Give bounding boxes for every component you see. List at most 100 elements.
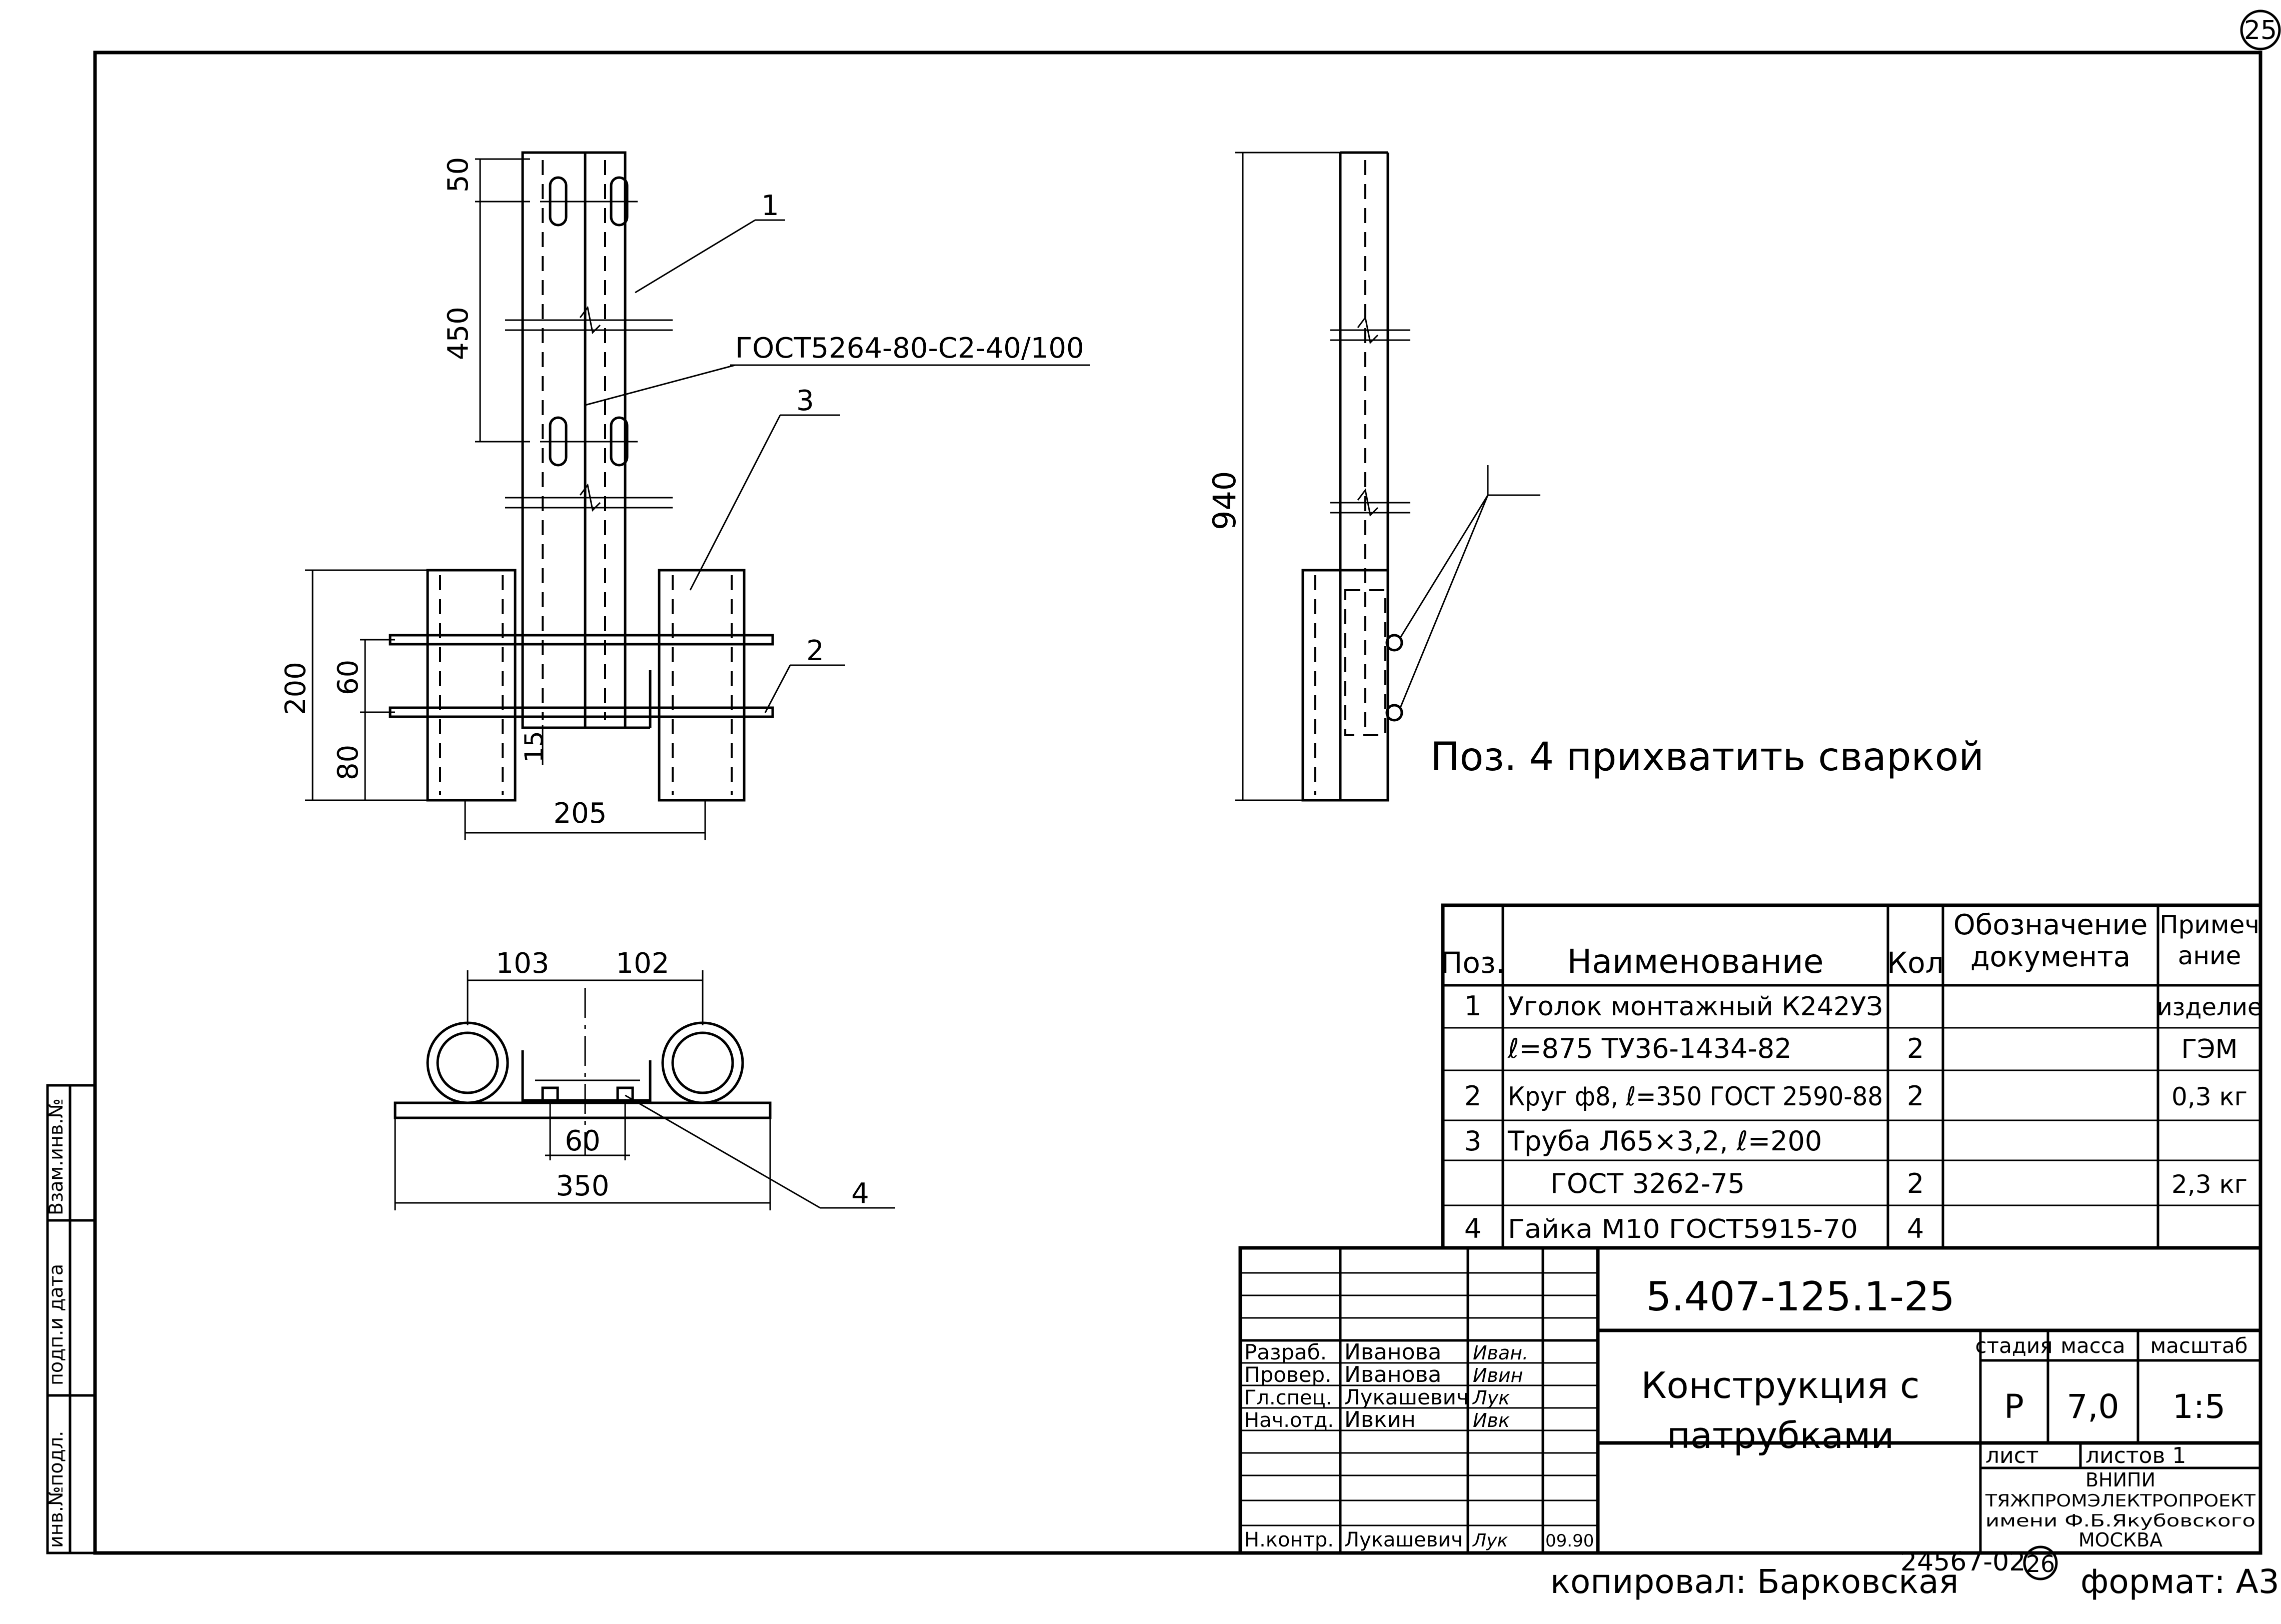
spec-r2-qty: 2: [1907, 1033, 1924, 1064]
spec-r6-name: Гайка М10 ГОСТ5915-70: [1508, 1214, 1858, 1244]
spec-r5-note: 2,3 кг: [2171, 1170, 2247, 1199]
callout-4: 4: [851, 1177, 869, 1210]
dim-103: 103: [496, 947, 550, 980]
spec-table: Поз. Наименование Кол Обозначение докуме…: [1441, 903, 2262, 1250]
archive-no: 24567-02: [1900, 1547, 2025, 1577]
tb-scale-label: масштаб: [2150, 1333, 2247, 1358]
dim-102: 102: [616, 947, 670, 980]
side-pipe: [1301, 569, 1389, 802]
side-view: 940 Поз. 4 прихватить сваркой: [1206, 151, 1984, 802]
dim-15: 15: [520, 731, 549, 763]
tb-org-line2: ТЯЖПРОМЭЛЕКТРОПРОЕКТ: [1985, 1491, 2255, 1511]
tb-sheet-label: лист: [1985, 1443, 2039, 1468]
spec-header-doc-box: Обозначение документа: [1953, 909, 2148, 973]
spec-header-doc: Обозначение документа: [1953, 909, 2148, 973]
spec-header-name: Наименование: [1567, 942, 1824, 981]
tb-norm-name: Лукашевич: [1344, 1528, 1463, 1551]
plan-nut-1: [541, 1086, 559, 1102]
weld-note: ГОСТ5264-80-С2-40/100: [735, 332, 1084, 365]
tb-role-3: Гл.спец.: [1244, 1386, 1332, 1409]
side-leader-nut-1: [1399, 495, 1489, 638]
tb-sign-4: Ивк: [1473, 1409, 1510, 1431]
leader-weld: [585, 364, 736, 406]
side-break-zigzag-2: [1357, 488, 1379, 517]
spec-r3-name: Круг ф8, ℓ=350 ГОСТ 2590-88: [1508, 1082, 1883, 1112]
spec-header-pos: Поз.: [1441, 946, 1505, 980]
side-label-inv-no: инв.№подл.: [45, 1431, 67, 1548]
tb-name-1: Иванова: [1344, 1339, 1441, 1365]
dim-350: 350: [556, 1170, 610, 1202]
tb-title-line1: Конструкция с: [1641, 1364, 1919, 1406]
callout-3: 3: [796, 385, 814, 417]
copied-by: копировал: Барковская: [1550, 1562, 1958, 1601]
side-break-zigzag-1: [1357, 316, 1379, 345]
tb-norm-role: Н.контр.: [1244, 1528, 1334, 1551]
plan-pipe-left-outer: [426, 1021, 509, 1104]
dim-200: 200: [280, 662, 312, 715]
spec-r3-note: 0,3 кг: [2171, 1082, 2247, 1111]
tb-name-4: Ивкин: [1344, 1407, 1416, 1432]
side-hidden-rect: [1344, 589, 1386, 736]
sheet-badge: 25: [2244, 16, 2277, 46]
plan-pipe-right-inner: [671, 1031, 734, 1094]
front-view: 50 450 200 60 80 15 205 1 ГОСТ5264-80-С2…: [280, 151, 1090, 840]
plan-pipe-right-outer: [661, 1021, 744, 1104]
tb-title-line2: патрубками: [1667, 1414, 1894, 1456]
tb-mass: 7,0: [2067, 1387, 2119, 1426]
archive-circle: [2023, 1545, 2058, 1580]
side-stamp: инв.№подл. подп.и дата Взам.инв.№: [45, 1084, 97, 1554]
leader-2: [764, 665, 791, 713]
spec-header-note-box: Примечание: [2159, 910, 2259, 970]
tb-name-2: Иванова: [1344, 1362, 1441, 1387]
spec-r2-note: ГЭМ: [2181, 1034, 2238, 1064]
tb-sign-2: Ивин: [1473, 1364, 1523, 1386]
sheet-frame: [93, 51, 2262, 1555]
weld-instruction: Поз. 4 прихватить сваркой: [1430, 735, 1984, 780]
side-label-sign-date: подп.и дата: [45, 1264, 67, 1385]
spec-r4-name: Труба Л65×3,2, ℓ=200: [1507, 1125, 1822, 1157]
spec-r1-pos: 1: [1464, 990, 1481, 1022]
pipe-right: [658, 569, 746, 802]
tb-sign-3: Лук: [1472, 1387, 1510, 1409]
tb-sheets-label: листов 1: [2085, 1443, 2186, 1468]
tb-org-line4: МОСКВА: [2078, 1529, 2162, 1551]
dim-60: 60: [332, 660, 365, 695]
break-zigzag-2: [579, 483, 601, 512]
title-block: Разраб. Иванова Иван. Провер. Иванова Ив…: [1238, 1246, 2262, 1555]
dim-940: 940: [1206, 471, 1243, 530]
tb-org-line3: имени Ф.Б.Якубовского: [1985, 1511, 2255, 1531]
dim-50: 50: [442, 157, 475, 193]
spec-r2-name: ℓ=875 ТУ36-1434-82: [1507, 1033, 1792, 1064]
spec-r3-pos: 2: [1464, 1080, 1481, 1112]
spec-header-note: Примечание: [2159, 910, 2259, 970]
side-nut-1: [1385, 634, 1403, 652]
spec-r5-qty: 2: [1907, 1168, 1924, 1199]
plan-angle: [521, 1050, 652, 1102]
spec-r4-pos: 3: [1464, 1125, 1481, 1157]
tb-name-3: Лукашевич: [1344, 1385, 1469, 1409]
tb-doc-code: 5.407-125.1-25: [1646, 1273, 1955, 1320]
plan-view: 103 102 60 350 4: [394, 947, 895, 1210]
archive-circle-number: 26: [2026, 1550, 2055, 1577]
tb-role-2: Провер.: [1244, 1362, 1332, 1387]
leader-1: [635, 219, 756, 294]
sheet-badge-circle: [2240, 10, 2281, 51]
spec-header-qty: Кол: [1887, 946, 1944, 980]
dim-205: 205: [554, 797, 607, 830]
title-block-frame: [1238, 1246, 2262, 1555]
tb-role-4: Нач.отд.: [1244, 1409, 1334, 1432]
tb-sign-1: Иван.: [1473, 1342, 1528, 1364]
tb-stage: Р: [2004, 1387, 2024, 1426]
plan-pipe-left-inner: [436, 1031, 499, 1094]
dim-80: 80: [332, 745, 365, 780]
format: формат: А3: [2080, 1562, 2279, 1601]
round-bar-upper: [389, 634, 774, 646]
tb-norm-date: 09.90: [1545, 1531, 1594, 1551]
dim-450: 450: [442, 307, 475, 360]
callout-2: 2: [806, 635, 824, 667]
angle-profile: [521, 151, 627, 729]
plan-leader-4: [625, 1094, 821, 1209]
tb-norm-sign: Лук: [1472, 1530, 1508, 1551]
plan-base-plate: [394, 1101, 772, 1119]
